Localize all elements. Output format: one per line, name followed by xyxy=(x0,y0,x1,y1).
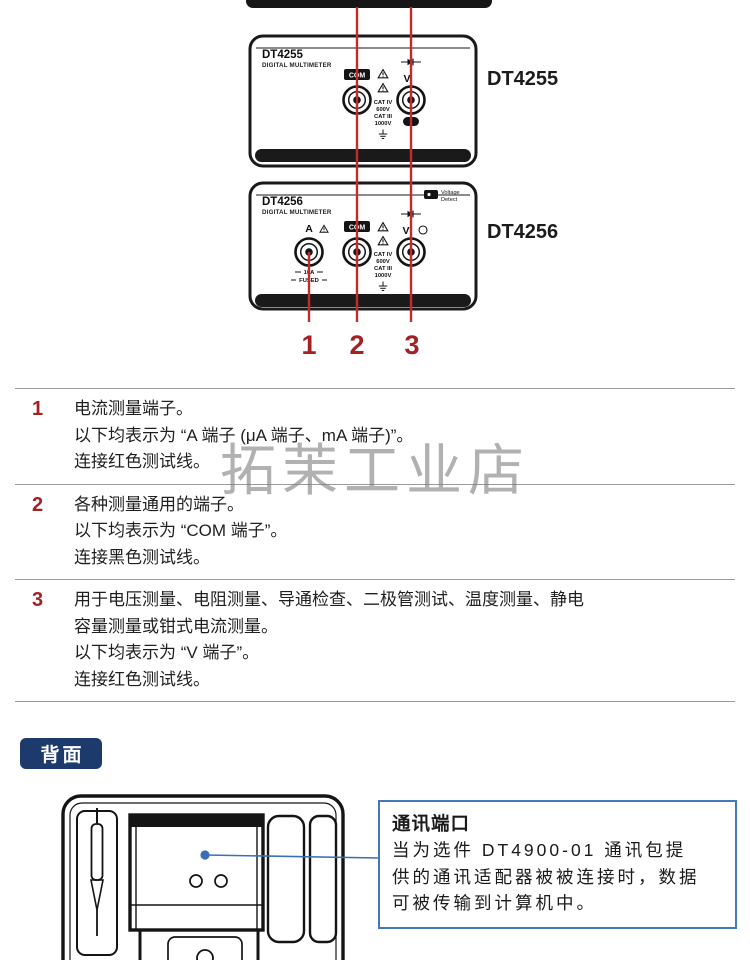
rating-text: 1000V xyxy=(375,121,392,127)
callout-leader-line xyxy=(204,854,379,859)
rating-text: CAT III xyxy=(374,114,392,120)
terminal-row-2: 2 各种测量通用的端子。 以下均表示为 “COM 端子”。 连接黑色测试线。 xyxy=(15,483,735,580)
lead-slot xyxy=(266,814,306,944)
text-line: 各种测量通用的端子。 xyxy=(74,494,244,514)
callout-text-line: 可被传输到计算机中。 xyxy=(392,893,597,913)
voltage-detect-text: Voltage xyxy=(441,190,460,196)
tilt-stand xyxy=(128,813,265,932)
rating-text: 600V xyxy=(376,259,390,265)
device-back-diagram xyxy=(61,794,379,960)
dt4255-model-text: DT4255 xyxy=(262,49,304,61)
row-text: 用于电压测量、电阻测量、导通检查、二极管测试、温度测量、静电 容量测量或钳式电流… xyxy=(74,587,584,693)
lead-slot xyxy=(308,814,338,944)
callout-anchor-dot xyxy=(200,850,210,860)
battery-cover xyxy=(138,928,260,960)
text-line: 用于电压测量、电阻测量、导通检查、二极管测试、温度测量、静电 xyxy=(74,590,584,609)
dt4256-side-label: DT4256 xyxy=(487,221,558,243)
text-line: 容量测量或钳式电流测量。 xyxy=(74,616,278,636)
callout-number-2: 2 xyxy=(349,330,364,360)
back-section-badge: 背面 xyxy=(20,738,102,769)
terminal-row-1: 1 电流测量端子。 以下均表示为 “A 端子 (μA 端子、mA 端子)”。 连… xyxy=(15,388,735,484)
rating-text: CAT IV xyxy=(374,100,393,106)
callout-number-3: 3 xyxy=(404,330,419,360)
text-line: 以下均表示为 “COM 端子”。 xyxy=(74,521,288,540)
device-back-outline xyxy=(61,794,345,960)
callout-number-1: 1 xyxy=(301,330,316,360)
rating-text: CAT III xyxy=(374,266,392,272)
fuse-dash-marks xyxy=(291,271,327,281)
clamp-sensor-icon xyxy=(418,225,428,235)
text-line: 连接红色测试线。 xyxy=(74,452,210,471)
terminal-table: 1 电流测量端子。 以下均表示为 “A 端子 (μA 端子、mA 端子)”。 连… xyxy=(15,388,735,702)
text-line: 以下均表示为 “V 端子”。 xyxy=(74,643,260,662)
dt4256-front-panel: DT4256 DIGITAL MULTIMETER Voltage Detect… xyxy=(248,181,478,311)
rating-text: 1000V xyxy=(375,273,392,279)
dt4255-type-text: DIGITAL MULTIMETER xyxy=(262,62,332,69)
text-line: 电流测量端子。 xyxy=(74,399,193,418)
test-probe xyxy=(90,808,104,936)
text-line: 连接红色测试线。 xyxy=(74,669,210,689)
a-label: A xyxy=(305,223,313,235)
row-text: 电流测量端子。 以下均表示为 “A 端子 (μA 端子、mA 端子)”。 连接红… xyxy=(74,396,413,476)
voltage-detect-icon xyxy=(424,190,438,199)
v-label: V xyxy=(402,225,409,237)
dt4255-front-panel: DT4255 DIGITAL MULTIMETER COM V CAT IV 6… xyxy=(248,34,478,168)
comm-port-callout: 通讯端口 当为选件 DT4900-01 通讯包提 供的通讯适配器被被连接时，数据… xyxy=(378,800,737,929)
row-number: 1 xyxy=(32,398,44,420)
dt4256-type-text: DIGITAL MULTIMETER xyxy=(262,209,332,216)
voltage-detect-text: Detect xyxy=(441,197,458,203)
screw-hole xyxy=(189,874,203,888)
multimeter-terminals-diagram: DT4255 DIGITAL MULTIMETER COM V CAT IV 6… xyxy=(246,0,558,360)
callout-text-line: 当为选件 DT4900-01 通讯包提 xyxy=(392,840,687,860)
dt4255-side-label: DT4255 xyxy=(487,68,558,90)
dt4256-model-text: DT4256 xyxy=(262,196,303,208)
text-line: 以下均表示为 “A 端子 (μA 端子、mA 端子)”。 xyxy=(74,425,414,445)
text-line: 连接黑色测试线。 xyxy=(74,547,210,567)
v-label: V xyxy=(403,73,410,85)
rating-text: CAT IV xyxy=(374,252,393,258)
row-number: 3 xyxy=(32,589,44,611)
callout-text-line: 供的通讯适配器被被连接时，数据 xyxy=(392,866,700,887)
row-text: 各种测量通用的端子。 以下均表示为 “COM 端子”。 连接黑色测试线。 xyxy=(74,492,287,572)
cropped-device-bottom xyxy=(246,0,492,8)
terminal-callout-lines xyxy=(307,7,413,322)
callout-title: 通讯端口 xyxy=(392,813,471,834)
row-number: 2 xyxy=(32,493,44,516)
terminal-row-3: 3 用于电压测量、电阻测量、导通检查、二极管测试、温度测量、静电 容量测量或钳式… xyxy=(15,579,735,702)
screw-hole xyxy=(214,874,228,888)
rating-text: 600V xyxy=(376,107,390,113)
cover-screw xyxy=(196,949,214,960)
